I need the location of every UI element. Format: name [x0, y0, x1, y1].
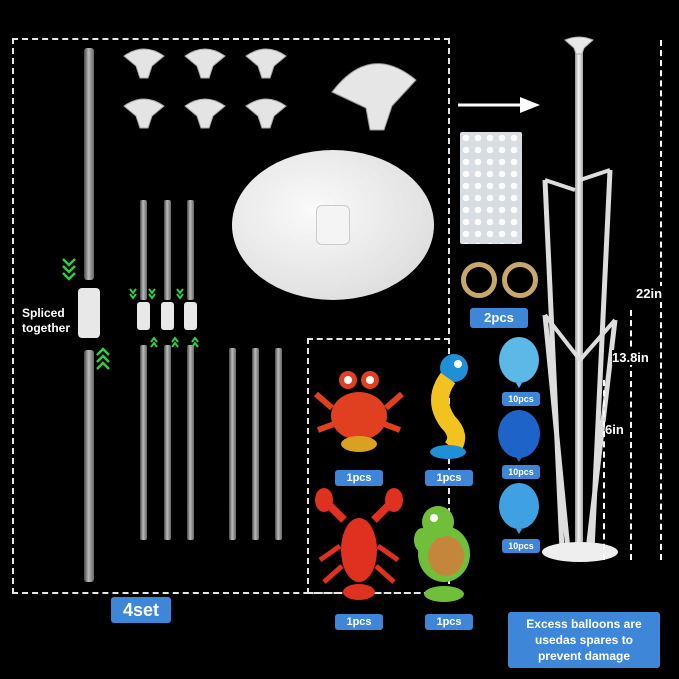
short-rod-1-bottom: [140, 345, 147, 540]
kit-contents-frame: [12, 38, 450, 594]
turtle-balloon-icon: [414, 506, 470, 602]
balloon-cup-icon: [123, 48, 165, 79]
round-balloon-icon: [499, 483, 539, 534]
round-balloon-icon: [498, 410, 540, 462]
glue-dots-icon: [460, 132, 522, 244]
tape-roll-icon: [461, 262, 497, 298]
base-plate-hub: [316, 205, 350, 245]
long-rod-bottom: [84, 350, 94, 582]
short-rod-2-bottom: [164, 345, 171, 540]
arrow-right-icon: [458, 97, 540, 113]
short-connector-2: [161, 302, 174, 330]
connector: [78, 288, 100, 338]
balloon-cup-icon: [245, 48, 287, 79]
arrow-down-icon: [62, 258, 76, 281]
crab-count-badge: 1pcs: [335, 470, 383, 486]
turtle-count-badge: 1pcs: [425, 614, 473, 630]
short-rod-3-bottom: [187, 345, 194, 540]
arrow-up-icon: [150, 336, 199, 348]
large-balloon-cup-icon: [331, 63, 417, 131]
spare-balloons-note: Excess balloons are usedas spares to pre…: [508, 612, 660, 668]
short-connector-3: [184, 302, 197, 330]
lobster-balloon-icon: [315, 488, 403, 600]
lobster-count-badge: 1pcs: [335, 614, 383, 630]
plain-rod-2: [252, 348, 259, 540]
stand-base: [542, 542, 618, 562]
dimension-line: [630, 310, 632, 560]
foil-balloons-frame: [307, 338, 450, 594]
crab-balloon-icon: [314, 371, 404, 452]
balloon-cup-icon: [184, 98, 226, 129]
short-rod-2-top: [164, 200, 171, 300]
seahorse-count-badge: 1pcs: [425, 470, 473, 486]
short-rod-1-top: [140, 200, 147, 300]
tape-roll-icon: [502, 262, 538, 298]
seahorse-balloon-icon: [430, 354, 468, 459]
short-connector-1: [137, 302, 150, 330]
tape-count-badge: 2pcs: [470, 308, 528, 328]
plain-rod-3: [275, 348, 282, 540]
arrow-down-icon: [129, 288, 156, 300]
stand-pole: [575, 50, 583, 555]
balloon-count-badge: 10pcs: [502, 392, 540, 406]
long-rod-top: [84, 48, 94, 280]
stand-top-cup-icon: [564, 36, 594, 55]
short-rod-3-top: [187, 200, 194, 300]
height-total-label: 22in: [636, 286, 663, 301]
height-mid-label: 13.8in: [612, 350, 649, 365]
arrow-down-icon: [176, 288, 184, 300]
balloon-cup-icon: [245, 98, 287, 129]
balloon-cup-icon: [184, 48, 226, 79]
round-balloon-icon: [499, 337, 539, 388]
spliced-together-label: Spliced together: [22, 306, 70, 335]
balloon-count-badge: 10pcs: [502, 539, 540, 553]
balloon-cup-icon: [123, 98, 165, 129]
dimension-line: [603, 380, 605, 560]
plain-rod-1: [229, 348, 236, 540]
height-low-label: 6in: [605, 422, 624, 437]
arrow-up-icon: [96, 347, 110, 370]
balloon-count-badge: 10pcs: [502, 465, 540, 479]
set-count-badge: 4set: [111, 597, 171, 623]
stand-branches: [542, 168, 618, 551]
